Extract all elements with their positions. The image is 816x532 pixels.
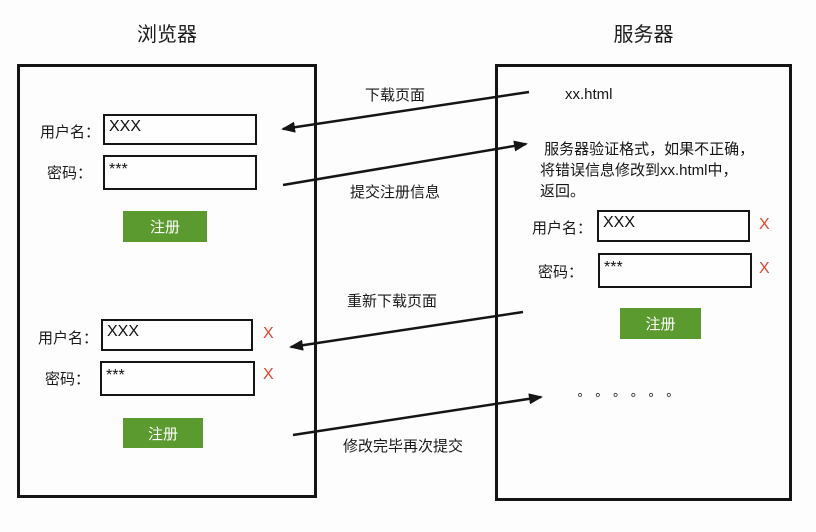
server-password-input[interactable] <box>598 253 752 288</box>
browser-error-username-input[interactable] <box>101 319 253 351</box>
arrow-submit-registration <box>282 140 528 187</box>
server-username-input[interactable] <box>597 210 750 242</box>
browser-error-username-label: 用户名： <box>38 330 99 347</box>
validation-note-line: 服务器验证格式，如果不正确， <box>540 141 755 158</box>
arrow-label-resubmit: 修改完毕再次提交 <box>343 438 464 455</box>
browser-password-input[interactable] <box>103 155 257 190</box>
server-username-error-mark: X <box>759 216 770 233</box>
server-username-label: 用户名： <box>532 220 593 237</box>
server-box <box>495 64 792 501</box>
arrow-label-redownload: 重新下载页面 <box>347 293 438 310</box>
browser-username-label: 用户名： <box>40 124 101 141</box>
browser-error-password-input[interactable] <box>100 361 255 396</box>
browser-error-password-label: 密码： <box>45 371 91 388</box>
browser-username-error-mark: X <box>263 325 274 342</box>
browser-password-error-mark: X <box>263 366 274 383</box>
ellipsis-dots: ∘ ∘ ∘ ∘ ∘ ∘ <box>576 387 676 402</box>
browser-title: 浏览器 <box>137 24 197 46</box>
server-register-button[interactable]: 注册 <box>620 308 701 339</box>
validation-note-line: 返回。 <box>540 183 586 200</box>
server-file-name: xx.html <box>565 86 613 103</box>
browser-register-button[interactable]: 注册 <box>123 211 207 242</box>
browser-password-label: 密码： <box>47 165 93 182</box>
server-title: 服务器 <box>613 24 674 46</box>
arrow-label-download: 下载页面 <box>365 87 426 104</box>
browser-box <box>17 64 317 498</box>
browser-username-input[interactable] <box>103 114 257 145</box>
server-validation-note: 服务器验证格式，如果不正确， 将错误信息修改到xx.html中， 返回。 <box>540 139 786 202</box>
browser-error-register-button[interactable]: 注册 <box>123 418 203 448</box>
arrow-redownload-page <box>289 310 524 351</box>
arrow-label-submit: 提交注册信息 <box>350 184 441 201</box>
validation-note-line: 将错误信息修改到xx.html中， <box>540 162 738 179</box>
server-password-label: 密码： <box>538 264 584 281</box>
server-password-error-mark: X <box>759 260 770 277</box>
